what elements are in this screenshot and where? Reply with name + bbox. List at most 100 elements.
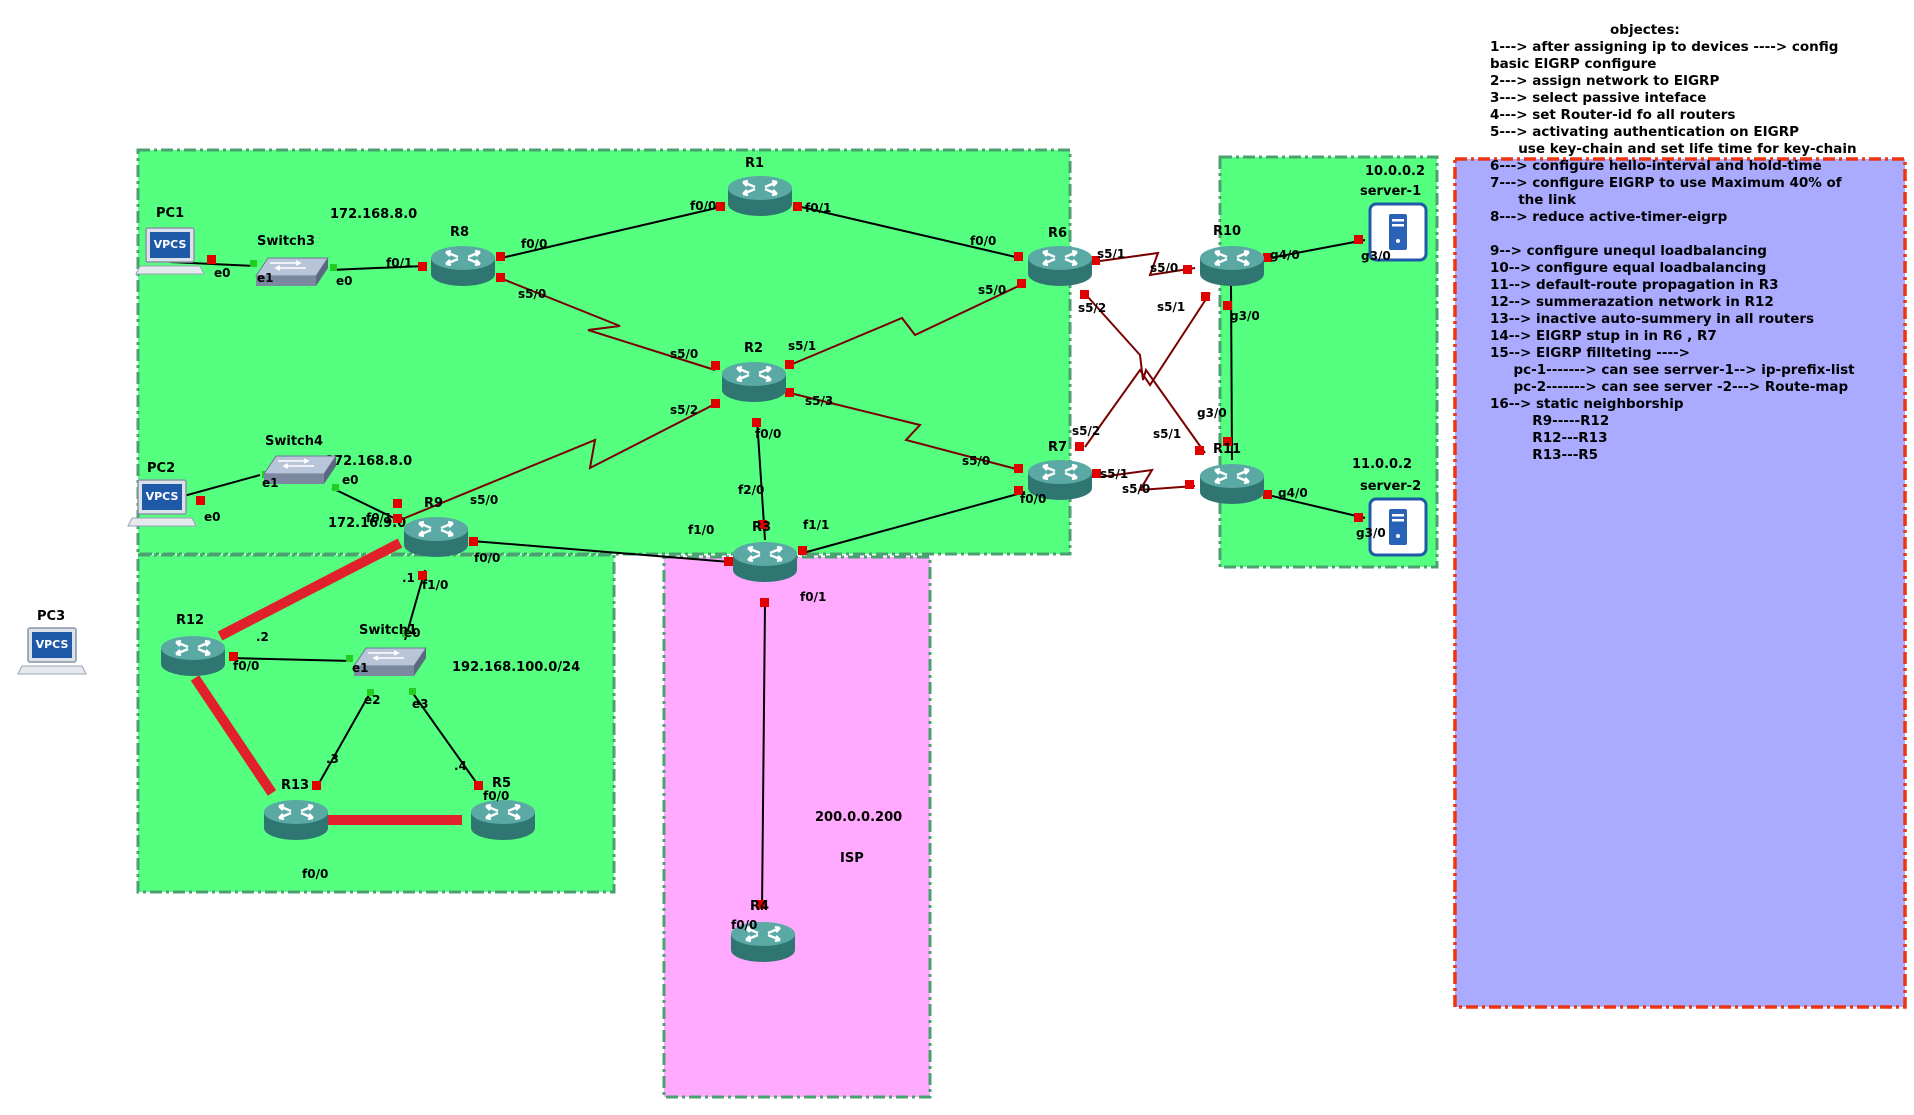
vpcs-icon-text: VPCS [154, 238, 187, 251]
port-label: e0 [336, 274, 353, 288]
router-r9[interactable] [402, 515, 470, 559]
port-label: e0 [342, 473, 359, 487]
port-label: g4/0 [1270, 248, 1300, 262]
label-r9: R9 [424, 496, 443, 511]
area-bottom-left [136, 553, 616, 894]
label-switch3: Switch3 [257, 234, 315, 249]
objective-line: pc-1-------> can see serrver-1--> ip-pre… [1490, 362, 1855, 378]
port-label: f0/0 [731, 918, 757, 932]
net-label-sw1: 192.168.100.0/24 [452, 660, 580, 675]
label-pc3: PC3 [37, 609, 65, 624]
label-switch4: Switch4 [265, 434, 323, 449]
port-label: s5/0 [470, 493, 498, 507]
label-r4: R4 [750, 899, 769, 914]
port-label: f0/0 [1020, 492, 1046, 506]
port-label: s5/2 [1078, 301, 1106, 315]
objective-line: use key-chain and set life time for key-… [1490, 141, 1857, 157]
objective-line: 7---> configure EIGRP to use Maximum 40%… [1490, 175, 1842, 191]
objectives-title: objectes: [1610, 22, 1680, 38]
objective-line: 5---> activating authentication on EIGRP [1490, 124, 1799, 140]
port-label: s5/0 [1150, 261, 1178, 275]
label-pc1: PC1 [156, 206, 184, 221]
objective-line: 6---> configure hello-interval and hold-… [1490, 158, 1822, 174]
router-r13[interactable] [262, 798, 330, 842]
port-label: s5/3 [805, 394, 833, 408]
router-r6[interactable] [1026, 244, 1094, 288]
isp-label: ISP [840, 851, 864, 866]
port-label: .1 [402, 571, 415, 585]
port-label: f0/0 [755, 427, 781, 441]
port-label: .3 [326, 752, 339, 766]
port-label: s5/0 [518, 287, 546, 301]
port-label: e0 [214, 266, 231, 280]
port-label: e1 [257, 271, 274, 285]
objective-line: 3---> select passive inteface [1490, 90, 1707, 106]
device-labels: R1 R2 R3 R4 R5 R6 R7 R8 R9 R10 R11 R12 R… [37, 156, 1421, 914]
port-label: e0 [204, 510, 221, 524]
label-r10: R10 [1213, 224, 1241, 239]
router-r8[interactable] [429, 244, 497, 288]
label-r11: R11 [1213, 442, 1241, 457]
port-label: s5/1 [1097, 247, 1125, 261]
objective-line: 2---> assign network to EIGRP [1490, 73, 1720, 89]
port-label: f0/0 [690, 199, 716, 213]
port-label: .4 [454, 759, 467, 773]
pc3[interactable]: VPCS [17, 627, 87, 675]
objective-line: 9--> configure unequl loadbalancing [1490, 243, 1767, 259]
objective-line: pc-2-------> can see server -2---> Route… [1490, 379, 1849, 395]
port-label: s5/1 [788, 339, 816, 353]
port-label: f0/1 [366, 511, 392, 525]
router-r3[interactable] [731, 540, 799, 584]
router-r11[interactable] [1198, 462, 1266, 506]
objective-line: basic EIGRP configure [1490, 56, 1657, 72]
port-label: g3/0 [1361, 249, 1391, 263]
router-r2[interactable] [720, 360, 788, 404]
port-label: .2 [256, 630, 269, 644]
port-label: s5/1 [1153, 427, 1181, 441]
label-r5: R5 [492, 776, 511, 791]
port-label: f0/0 [302, 867, 328, 881]
label-r6: R6 [1048, 226, 1067, 241]
port-label: s5/2 [670, 403, 698, 417]
label-r8: R8 [450, 225, 469, 240]
port-label: f1/0 [688, 523, 714, 537]
router-r1[interactable] [726, 174, 794, 218]
objective-line: 8---> reduce active-timer-eigrp [1490, 209, 1728, 225]
port-label: e2 [364, 693, 381, 707]
label-r1: R1 [745, 156, 764, 171]
net-label-server2: 11.0.0.2 [1352, 457, 1412, 472]
objective-line: 10--> configure equal loadbalancing [1490, 260, 1767, 276]
objective-line: R13---R5 [1490, 447, 1599, 463]
port-markers [196, 202, 1363, 909]
router-r12[interactable] [159, 634, 227, 678]
port-label: e1 [262, 476, 279, 490]
net-label-sw3: 172.168.8.0 [330, 207, 417, 222]
router-r10[interactable] [1198, 244, 1266, 288]
port-label: s5/1 [1100, 467, 1128, 481]
vpcs-icon-text: VPCS [146, 490, 179, 503]
objectives-notes: objectes:1---> after assigning ip to dev… [1490, 22, 1910, 464]
port-label: g3/0 [1230, 309, 1260, 323]
objectives-lines: 1---> after assigning ip to devices ----… [1490, 39, 1857, 463]
pc2[interactable]: VPCS [127, 479, 197, 527]
port-label: s5/0 [978, 283, 1006, 297]
objective-line: 14--> EIGRP stup in in R6 , R7 [1490, 328, 1717, 344]
port-label: s5/1 [1157, 300, 1185, 314]
pc1[interactable]: VPCS [135, 227, 205, 275]
label-pc2: PC2 [147, 461, 175, 476]
objective-line: R9-----R12 [1490, 413, 1610, 429]
router-r5[interactable] [469, 798, 537, 842]
label-server1: server-1 [1360, 184, 1421, 199]
port-label: f1/0 [422, 578, 448, 592]
port-label: f0/0 [474, 551, 500, 565]
area-main [136, 148, 1072, 556]
label-r12: R12 [176, 613, 204, 628]
label-r3: R3 [752, 520, 771, 535]
port-label: f1/1 [803, 518, 829, 532]
port-label: e0 [404, 626, 421, 640]
label-switch1: Switch1 [359, 623, 417, 638]
port-label: e3 [412, 697, 429, 711]
area-objectives [1453, 157, 1907, 1009]
port-label: f0/0 [521, 237, 547, 251]
port-label: f0/0 [970, 234, 996, 248]
